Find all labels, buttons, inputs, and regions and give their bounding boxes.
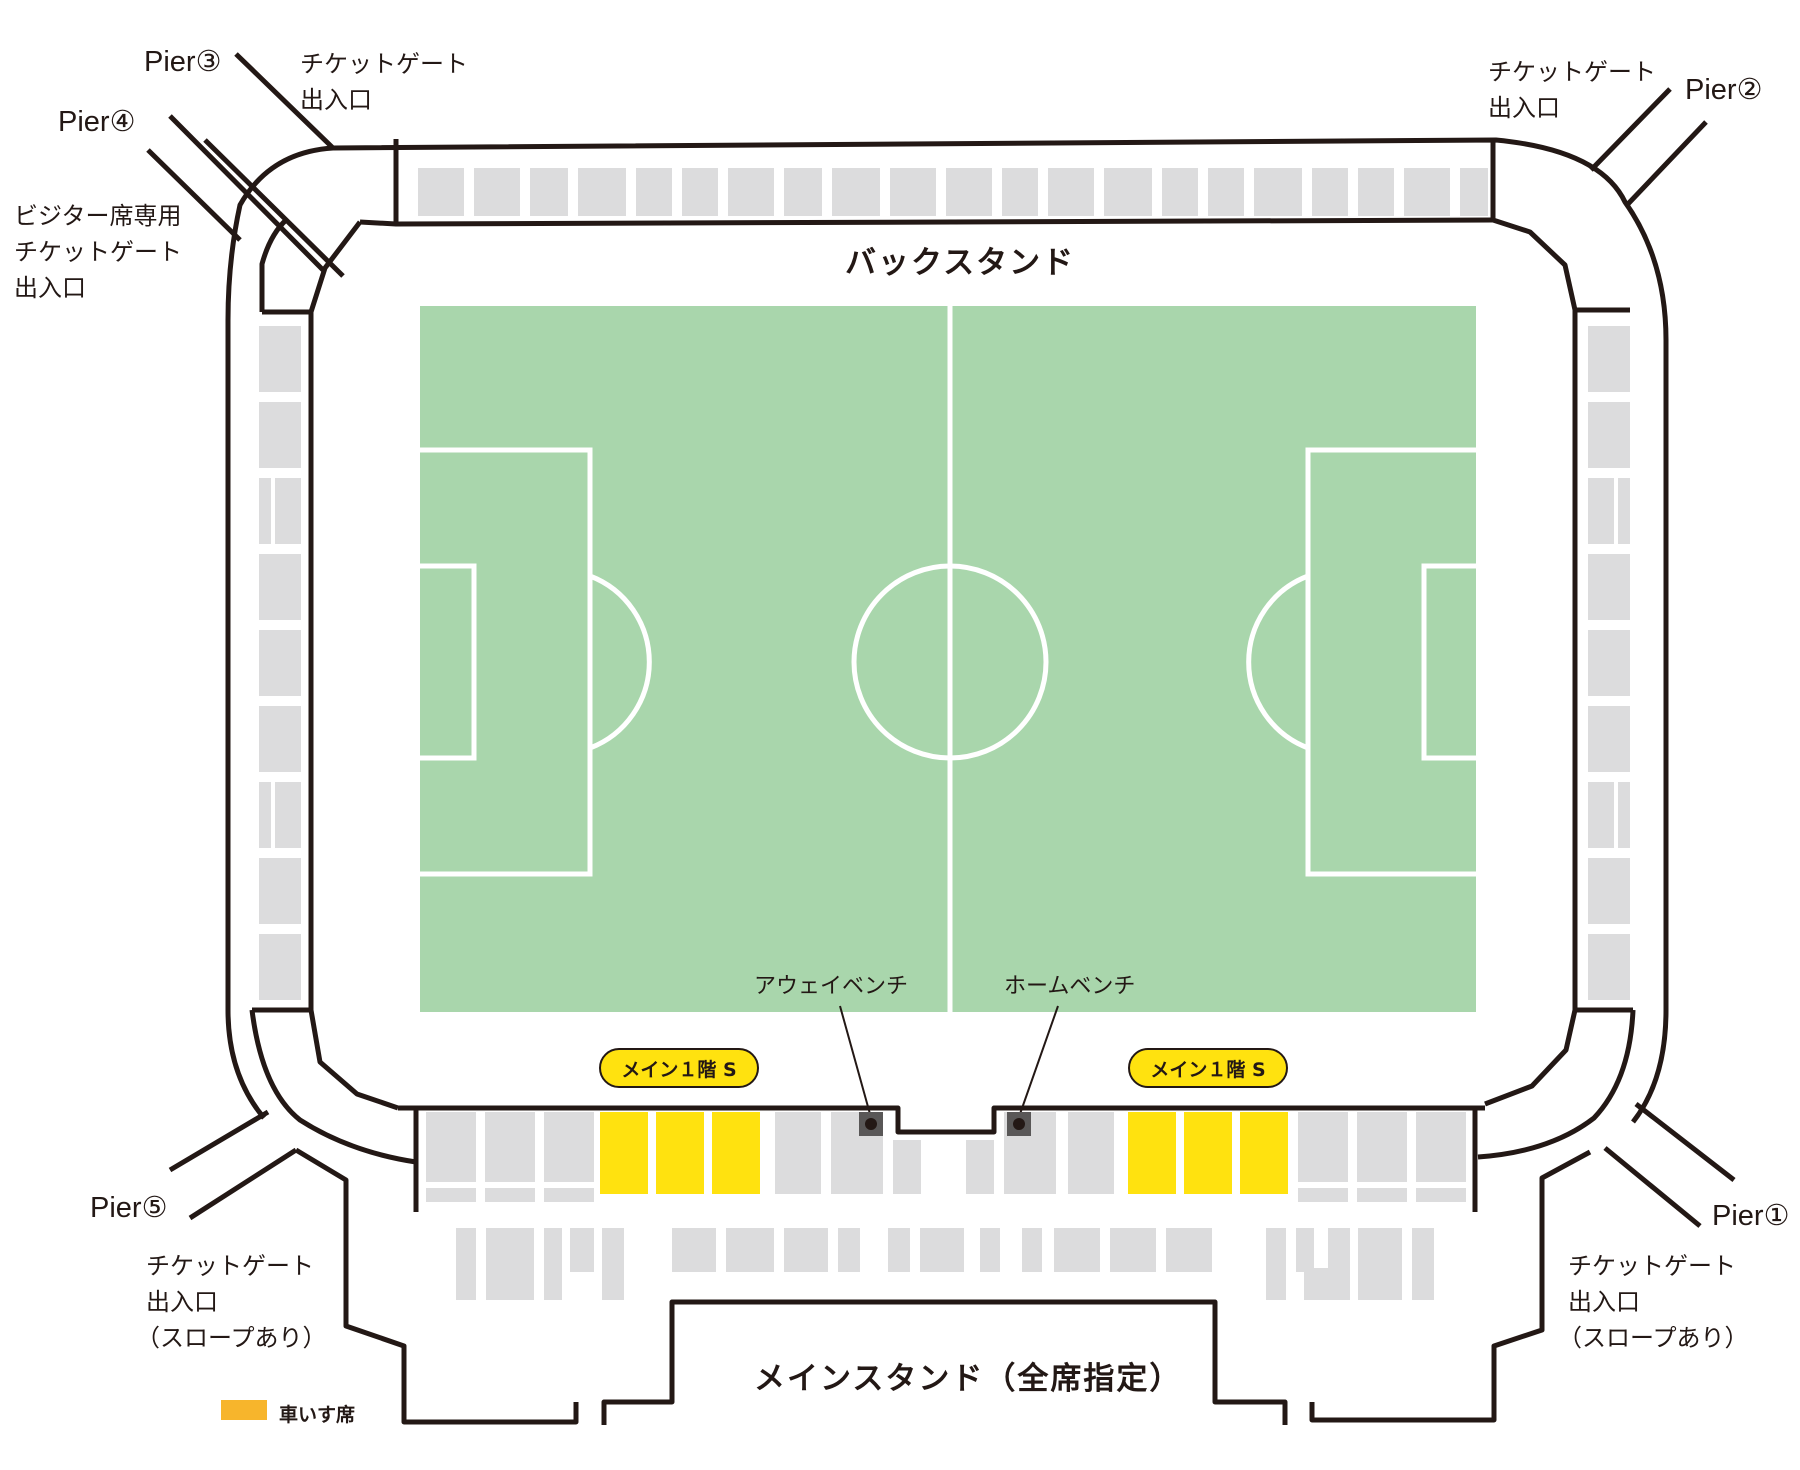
gate-line: チケットゲート: [14, 238, 182, 266]
seat-zone-left-badge: メイン１階 S: [599, 1048, 759, 1088]
right-stand-seats: [1588, 326, 1630, 1000]
gate-line: 出入口: [14, 274, 86, 302]
gate-line: 出入口: [1488, 94, 1560, 122]
pier-3-label: Pier③: [144, 46, 222, 78]
main-stand-label: メインスタンド（全席指定）: [754, 1361, 1183, 1397]
pier-2-label: Pier②: [1685, 74, 1763, 106]
highlight-seats: [600, 1112, 1288, 1194]
gate-top-left: チケットゲート 出入口: [300, 46, 468, 118]
seat-zone-right-badge: メイン１階 S: [1128, 1048, 1288, 1088]
stadium-outline: [146, 52, 1736, 1425]
away-bench-label: アウェイベンチ: [754, 974, 909, 999]
left-stand-seats: [259, 326, 301, 1000]
benches: [839, 1005, 1059, 1136]
home-bench-label: ホームベンチ: [1004, 974, 1136, 999]
gate-bottom-right: チケットゲート 出入口 （スロープあり）: [1558, 1248, 1749, 1356]
gate-line: チケットゲート: [1568, 1252, 1736, 1280]
back-stand-seats: [418, 168, 1488, 216]
gate-line: （スロープあり）: [136, 1324, 327, 1352]
gate-bottom-left: チケットゲート 出入口 （スロープあり）: [136, 1248, 327, 1356]
gate-visitor: ビジター席専用 チケットゲート 出入口: [14, 198, 182, 306]
pitch-markings: [420, 306, 1476, 1012]
wheelchair-legend-label: 車いす席: [279, 1404, 356, 1426]
pier-5-label: Pier⑤: [90, 1192, 168, 1224]
pitch: [420, 306, 1476, 1012]
gate-line: ビジター席専用: [14, 202, 182, 230]
gate-line: チケットゲート: [146, 1252, 314, 1280]
gate-line: チケットゲート: [300, 50, 468, 78]
gate-line: 出入口: [146, 1288, 218, 1316]
home-bench-pointer: [1019, 1005, 1059, 1115]
gate-line: 出入口: [300, 86, 372, 114]
gate-line: 出入口: [1568, 1288, 1640, 1316]
gate-line: チケットゲート: [1488, 58, 1656, 86]
wheelchair-legend-swatch: [221, 1400, 267, 1420]
gate-top-right: チケットゲート 出入口: [1488, 54, 1656, 126]
pier-1-label: Pier①: [1712, 1200, 1790, 1232]
main-upper-seats: [456, 1228, 1434, 1300]
pier-4-label: Pier④: [58, 106, 136, 138]
back-stand-label: バックスタンド: [845, 245, 1076, 281]
gate-line: （スロープあり）: [1558, 1324, 1749, 1352]
away-bench-pointer: [839, 1005, 871, 1115]
main-lower-seats: [426, 1112, 1466, 1202]
